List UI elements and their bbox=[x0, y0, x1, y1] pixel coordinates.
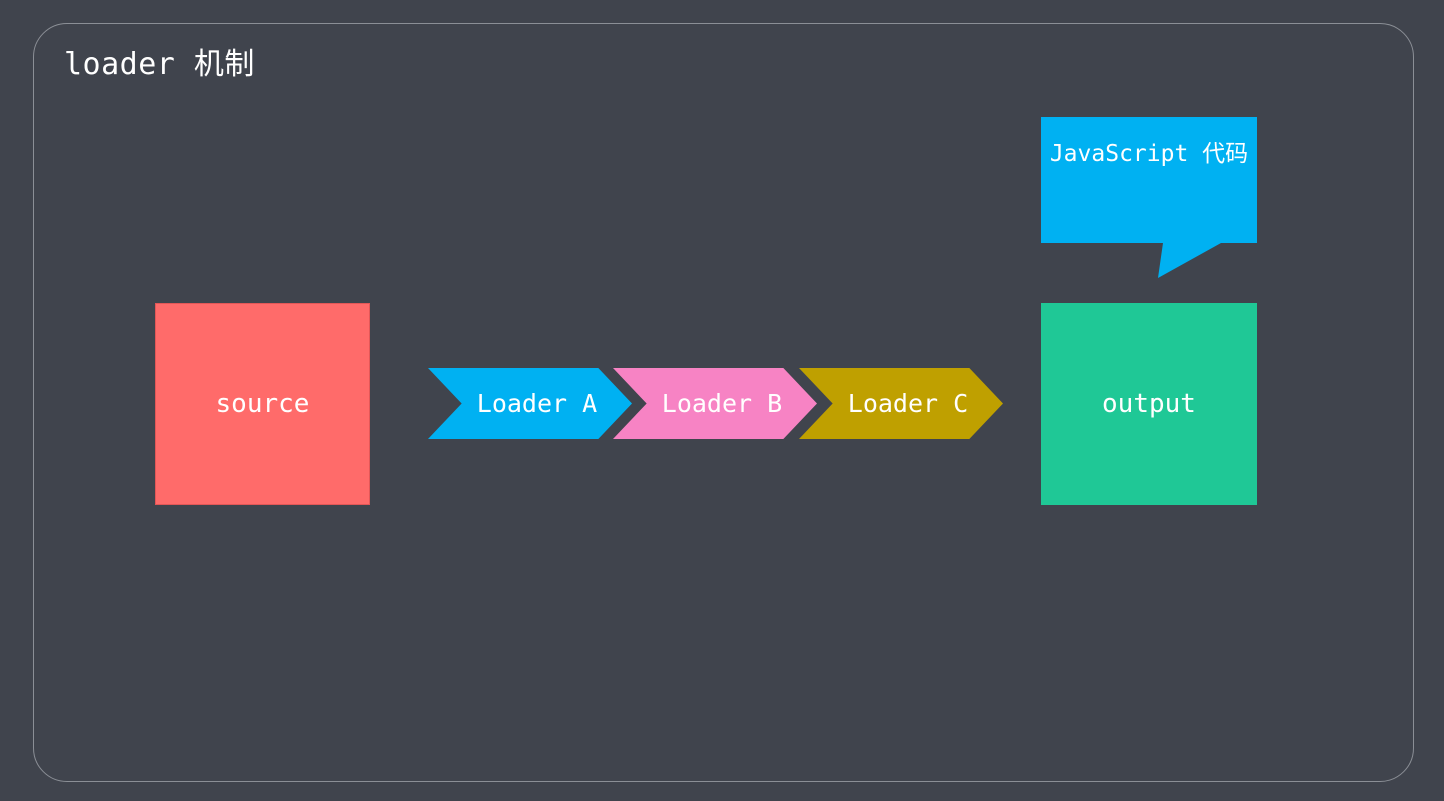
source-label: source bbox=[215, 389, 310, 419]
speech-bubble-shape bbox=[1041, 117, 1257, 278]
loader-b-label: Loader B bbox=[661, 389, 783, 418]
speech-bubble-body bbox=[1041, 117, 1257, 278]
diagram-title: loader 机制 bbox=[64, 47, 255, 82]
diagram-frame bbox=[33, 23, 1414, 782]
loader-c-label: Loader C bbox=[847, 389, 969, 418]
output-node: output bbox=[1041, 303, 1257, 505]
output-label: output bbox=[1102, 389, 1196, 419]
loader-a-label: Loader A bbox=[476, 389, 598, 418]
loader-a-chevron: Loader A bbox=[428, 368, 632, 439]
speech-bubble-callout: JavaScript 代码 bbox=[1041, 117, 1257, 278]
loader-c-chevron: Loader C bbox=[799, 368, 1003, 439]
loader-b-chevron: Loader B bbox=[613, 368, 817, 439]
callout-text: JavaScript 代码 bbox=[1049, 141, 1249, 167]
source-node: source bbox=[155, 303, 370, 505]
